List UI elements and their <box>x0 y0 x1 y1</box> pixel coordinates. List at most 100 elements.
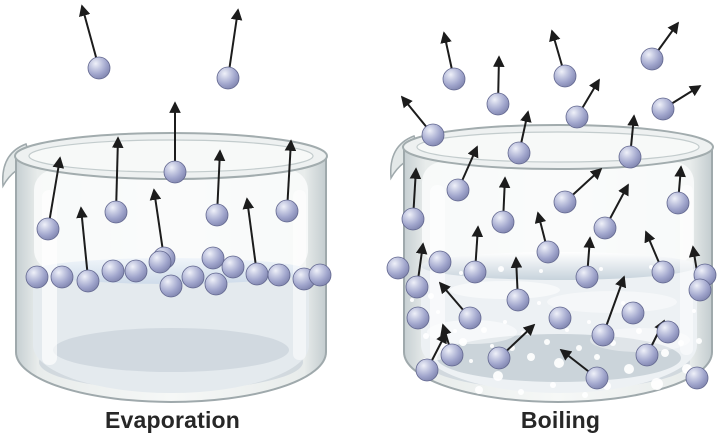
water-molecule <box>506 288 530 312</box>
steam-bubble <box>493 371 503 381</box>
steam-bubble <box>576 345 582 351</box>
water-molecule <box>548 306 572 330</box>
water-molecule <box>442 67 466 91</box>
water-molecule <box>148 250 172 274</box>
steam-streak <box>547 291 677 313</box>
beaker-right-rim-inner <box>416 131 700 163</box>
water-molecule <box>651 97 675 121</box>
steam-bubble <box>503 320 507 324</box>
motion-arrow <box>149 188 165 259</box>
water-molecule <box>50 265 74 289</box>
motion-arrow <box>76 206 89 279</box>
water-molecule <box>205 203 229 227</box>
water-molecule <box>267 263 291 287</box>
water-molecule <box>25 265 49 289</box>
water-molecule <box>688 278 712 302</box>
steam-bubble <box>636 328 642 334</box>
water-molecule <box>76 269 100 293</box>
steam-bubble <box>550 382 556 388</box>
steam-bubble <box>436 310 440 314</box>
steam-bubble <box>621 301 625 305</box>
water-molecule <box>565 105 589 129</box>
water-molecule <box>446 178 470 202</box>
water-molecule <box>401 207 425 231</box>
water-molecule <box>36 217 60 241</box>
water-molecule <box>104 200 128 224</box>
motion-arrow <box>284 139 297 212</box>
water-molecule <box>593 216 617 240</box>
water-molecule <box>536 240 560 264</box>
steam-bubble <box>539 269 543 273</box>
steam-bubble <box>651 378 663 390</box>
steam-bubble <box>544 339 550 345</box>
water-molecule <box>101 259 125 283</box>
water-molecule <box>656 320 680 344</box>
water-molecule <box>204 272 228 296</box>
water-molecule <box>428 250 452 274</box>
water-molecule <box>245 262 269 286</box>
steam-bubble <box>453 329 457 333</box>
boiling-label: Boiling <box>520 407 601 433</box>
steam-streak <box>450 281 560 299</box>
beaker-right-highlight <box>680 185 693 355</box>
water-molecule <box>621 301 645 325</box>
steam-bubble <box>696 338 702 344</box>
evaporation-particles <box>25 4 332 298</box>
steam-bubble <box>673 389 681 397</box>
water-molecule <box>618 145 642 169</box>
beaker-left-inner-wall <box>34 170 308 270</box>
steam-bubble <box>692 309 696 313</box>
water-molecule <box>591 323 615 347</box>
water-molecule <box>405 275 429 299</box>
water-molecule <box>553 64 577 88</box>
steam-bubble <box>469 359 473 363</box>
water-molecule <box>421 123 445 147</box>
water-molecule <box>159 274 183 298</box>
steam-bubble <box>587 320 591 324</box>
water-molecule <box>216 66 240 90</box>
steam-bubble <box>661 349 669 357</box>
water-molecule <box>415 358 439 382</box>
water-molecule <box>651 260 675 284</box>
steam-bubble <box>459 338 467 346</box>
water-molecule <box>553 190 577 214</box>
water-molecule <box>463 260 487 284</box>
water-molecule <box>308 263 332 287</box>
steam-bubble <box>624 364 634 374</box>
water-molecule <box>124 259 148 283</box>
water-molecule <box>406 306 430 330</box>
water-molecule <box>275 199 299 223</box>
water-molecule <box>575 265 599 289</box>
water-molecule <box>507 141 531 165</box>
steam-bubble <box>565 328 569 332</box>
motion-arrow <box>47 156 65 230</box>
motion-arrow <box>111 136 124 213</box>
steam-bubble <box>475 386 483 394</box>
water-molecule <box>666 191 690 215</box>
steam-bubble <box>428 293 434 299</box>
steam-bubble <box>481 327 487 333</box>
water-molecule <box>640 47 664 71</box>
steam-bubble <box>527 353 535 361</box>
water-molecule <box>491 210 515 234</box>
water-molecule <box>585 366 609 390</box>
steam-bubble <box>410 298 414 302</box>
beaker-left-water-bottom <box>53 328 289 372</box>
evaporation-label: Evaporation <box>104 407 241 433</box>
steam-bubble <box>594 354 600 360</box>
water-molecule <box>87 56 111 80</box>
water-molecule <box>386 256 410 280</box>
water-molecule <box>486 92 510 116</box>
steam-bubble <box>554 358 564 368</box>
steam-bubble <box>498 266 504 272</box>
steam-bubble <box>649 265 653 269</box>
motion-arrow <box>227 8 243 79</box>
steam-bubble <box>459 271 463 275</box>
beaker-right-water-surface <box>421 252 697 280</box>
water-molecule <box>440 343 464 367</box>
water-molecule <box>181 265 205 289</box>
steam-bubble <box>599 267 603 271</box>
steam-bubble <box>678 340 684 346</box>
